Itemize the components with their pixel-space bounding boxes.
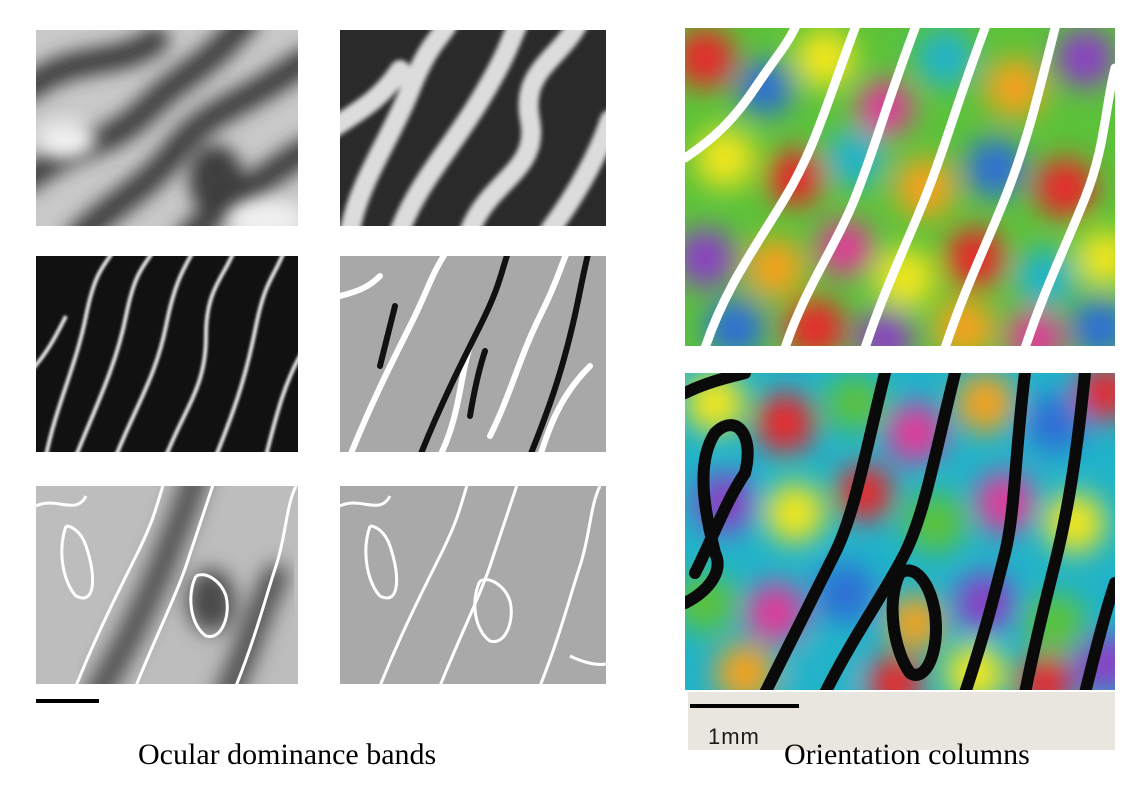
od-panel-thresholded-image (340, 30, 606, 226)
od-panel-raw-blurred (36, 30, 298, 226)
orientation-scale-label: 1mm (708, 724, 760, 749)
od-panel-edge-detected-image (36, 256, 298, 452)
od-panel-raw-with-contours (36, 486, 298, 684)
orientation-panel-bottom-image (685, 373, 1115, 690)
right-caption: Orientation columns (784, 738, 1030, 771)
od-panel-model-contours (340, 486, 606, 684)
orientation-panel-with-od-borders-black (685, 373, 1115, 690)
orientation-panel-top-image (685, 28, 1115, 346)
left-caption: Ocular dominance bands (138, 738, 437, 771)
od-scale-bar (36, 699, 99, 703)
orientation-panel-with-od-borders-white (685, 28, 1115, 346)
orientation-scale-box (688, 692, 1115, 750)
orientation-scale-bar (690, 704, 799, 708)
od-panel-border-map-image (340, 256, 606, 452)
od-panel-raw-blurred-image (36, 30, 298, 226)
od-panel-thresholded (340, 30, 606, 226)
od-panel-model-contours-image (340, 486, 606, 684)
od-panel-edge-detected (36, 256, 298, 452)
od-panel-border-map (340, 256, 606, 452)
od-panel-raw-with-contours-image (36, 486, 298, 684)
